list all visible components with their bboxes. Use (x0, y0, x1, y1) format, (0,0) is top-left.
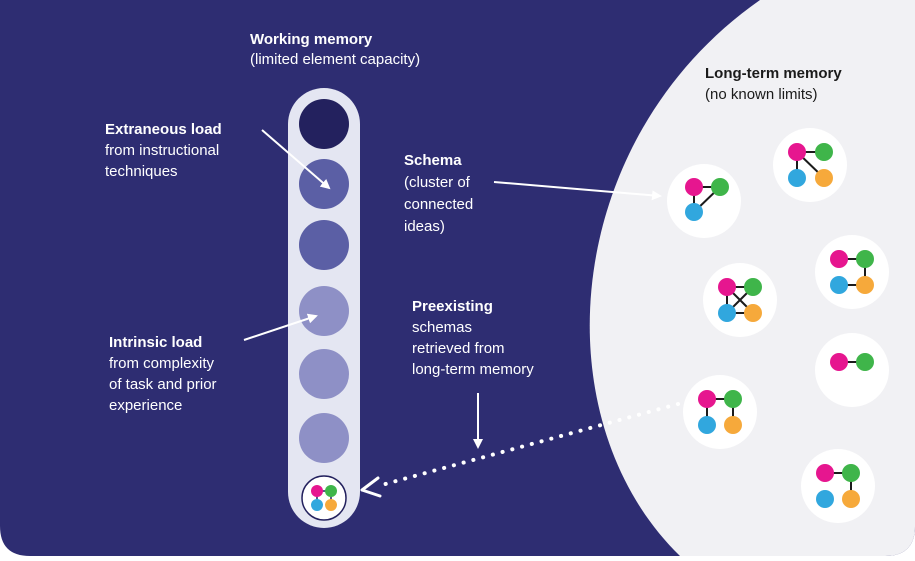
intrinsic-load-title: Intrinsic load (109, 334, 202, 351)
intrinsic-load-line-2: of task and prior (109, 376, 217, 393)
schema-cluster-icon (718, 278, 762, 322)
schema-cluster-icon (698, 390, 742, 434)
schema-cluster-icon (816, 464, 860, 508)
memory-slot-5 (299, 349, 349, 399)
preexisting-title: Preexisting (412, 298, 493, 315)
schema-cluster-f (683, 375, 757, 449)
schema-cluster-g (801, 449, 875, 523)
schema-cluster-c (703, 263, 777, 337)
schema-cluster-e (815, 333, 889, 407)
schema-cluster-icon (311, 485, 337, 511)
memory-slot-3 (299, 220, 349, 270)
extraneous-load-title: Extraneous load (105, 121, 222, 138)
intrinsic-load-line-3: experience (109, 397, 182, 414)
preexisting-line-2: retrieved from (412, 340, 505, 357)
retrieval-dotted-line (376, 402, 680, 488)
preexisting-line-3: long-term memory (412, 361, 534, 378)
schema-line-2: connected (404, 196, 473, 213)
long-term-memory-subtitle: (no known limits) (705, 86, 818, 103)
dotted-arrow-icon (360, 476, 382, 498)
schema-line-1: (cluster of (404, 174, 471, 191)
schema-cluster-icon (830, 250, 874, 294)
extraneous-arrow-icon (261, 129, 331, 190)
schema-cluster-a (667, 164, 741, 238)
long-term-memory-title: Long-term memory (705, 65, 842, 82)
schema-cluster-icon (830, 353, 874, 371)
schema-cluster-b (773, 128, 847, 202)
intrinsic-arrow-icon (243, 313, 318, 341)
memory-slot-7-schema (301, 475, 347, 521)
extraneous-load-line-1: from instructional (105, 142, 219, 159)
schema-cluster-icon (788, 143, 833, 187)
schema-cluster-d (815, 235, 889, 309)
schema-cluster-icon (685, 178, 729, 221)
working-memory-title: Working memory (250, 31, 373, 48)
memory-slot-4 (299, 286, 349, 336)
extraneous-load-line-2: techniques (105, 163, 178, 180)
preexisting-line-1: schemas (412, 319, 472, 336)
schema-line-3: ideas) (404, 218, 445, 235)
schema-arrow-icon (493, 181, 662, 201)
memory-slot-6 (299, 413, 349, 463)
intrinsic-load-line-1: from complexity (109, 355, 215, 372)
schema-title: Schema (404, 152, 462, 169)
memory-slot-1 (299, 99, 349, 149)
working-memory-subtitle: (limited element capacity) (250, 51, 420, 68)
